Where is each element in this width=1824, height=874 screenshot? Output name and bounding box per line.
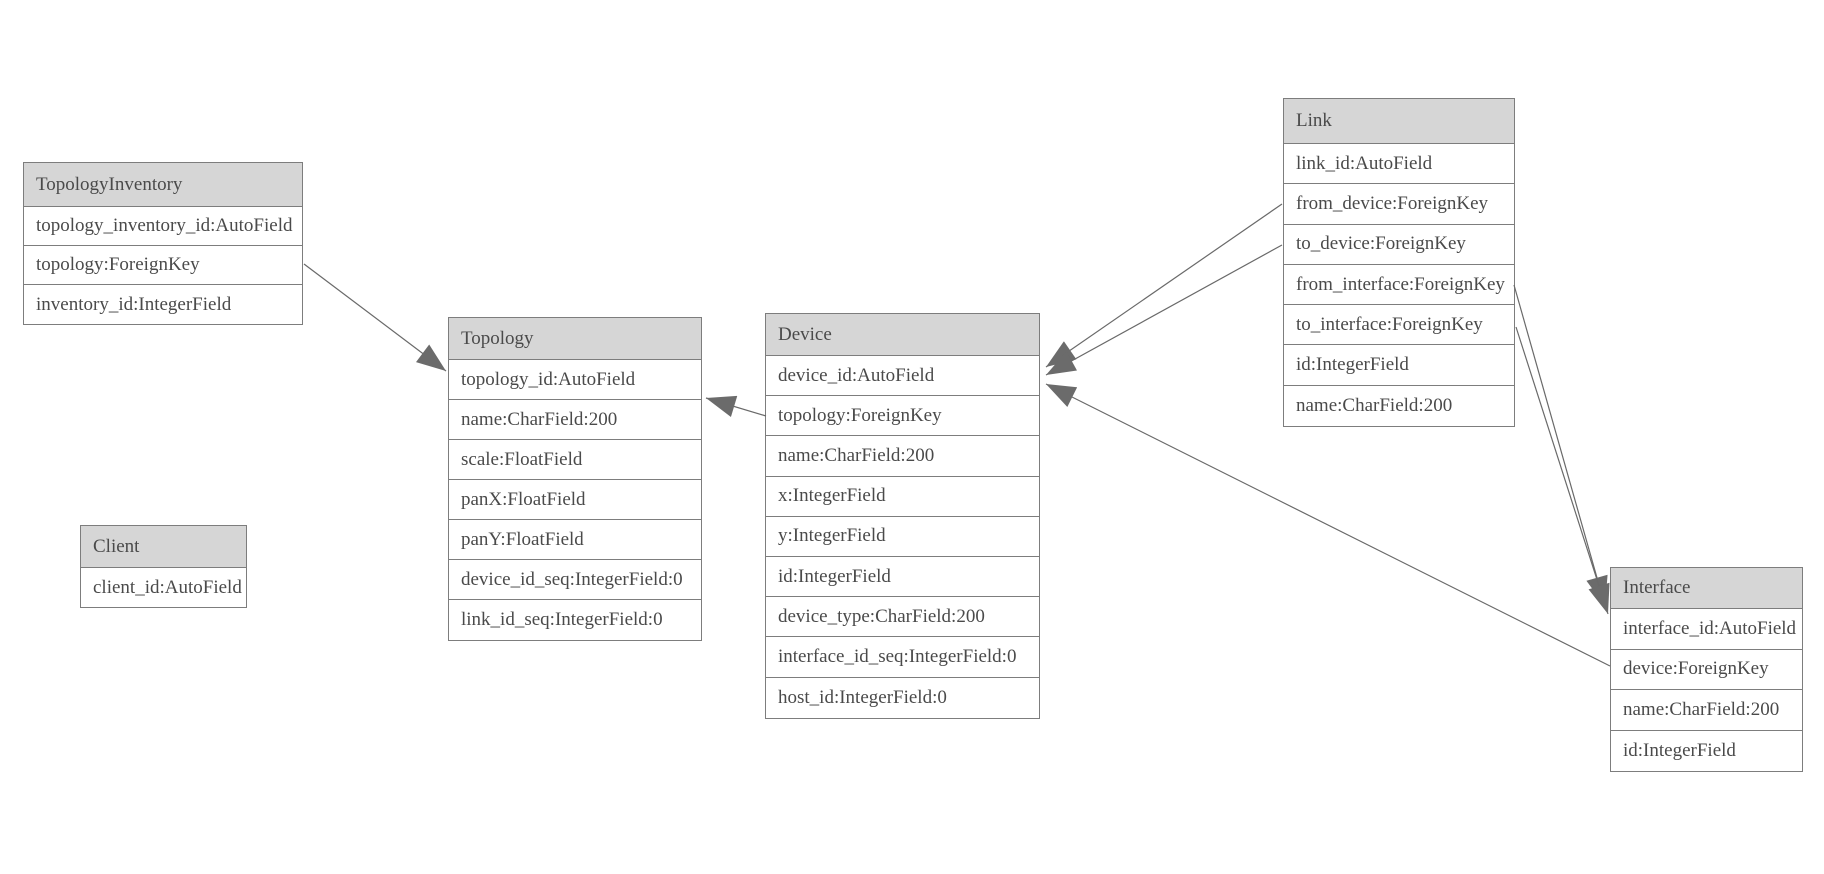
entity-title: Link — [1284, 99, 1514, 144]
field-row: to_device:ForeignKey — [1284, 224, 1514, 265]
edge-link-from_interface-interface-fk — [1513, 284, 1608, 607]
entity-title: Device — [766, 314, 1039, 356]
field-row: link_id:AutoField — [1284, 144, 1514, 185]
field-row: device_id:AutoField — [766, 356, 1039, 397]
field-row: id:IntegerField — [766, 556, 1039, 598]
field-row: topology_id:AutoField — [449, 360, 701, 400]
entity-title: TopologyInventory — [24, 163, 302, 207]
entity-title: Interface — [1611, 568, 1802, 609]
field-row: x:IntegerField — [766, 476, 1039, 517]
field-row: host_id:IntegerField:0 — [766, 677, 1039, 718]
field-row: interface_id_seq:IntegerField:0 — [766, 637, 1039, 678]
field-row: topology:ForeignKey — [766, 396, 1039, 437]
entity-title: Client — [81, 526, 246, 568]
field-row: topology:ForeignKey — [24, 246, 302, 285]
field-row: device_id_seq:IntegerField:0 — [449, 560, 701, 600]
field-row: from_device:ForeignKey — [1284, 184, 1514, 225]
field-row: link_id_seq:IntegerField:0 — [449, 600, 701, 640]
field-row: name:CharField:200 — [766, 436, 1039, 477]
edge-link-from_device-device-fk — [1045, 203, 1283, 368]
field-row: to_interface:ForeignKey — [1284, 305, 1514, 346]
field-row: interface_id:AutoField — [1611, 609, 1802, 650]
edge-topologyinventory-topology-fk — [303, 263, 447, 372]
field-row: id:IntegerField — [1284, 345, 1514, 386]
entity-title: Topology — [449, 318, 701, 360]
field-row: device:ForeignKey — [1611, 649, 1802, 690]
field-row: scale:FloatField — [449, 440, 701, 480]
field-row: panX:FloatField — [449, 480, 701, 520]
field-row: topology_inventory_id:AutoField — [24, 207, 302, 246]
field-row: id:IntegerField — [1611, 730, 1802, 771]
field-row: from_interface:ForeignKey — [1284, 264, 1514, 306]
field-row: device_type:CharField:200 — [766, 597, 1039, 638]
field-row: name:CharField:200 — [449, 400, 701, 440]
field-row: y:IntegerField — [766, 516, 1039, 557]
edge-link-to_interface-interface-fk — [1515, 326, 1610, 615]
field-row: name:CharField:200 — [1611, 690, 1802, 731]
field-row: panY:FloatField — [449, 520, 701, 560]
field-row: client_id:AutoField — [81, 568, 246, 607]
edge-device-topology-fk — [705, 395, 767, 417]
field-row: name:CharField:200 — [1284, 385, 1514, 427]
edge-link-to_device-device-fk — [1045, 244, 1283, 376]
field-row: inventory_id:IntegerField — [24, 285, 302, 324]
